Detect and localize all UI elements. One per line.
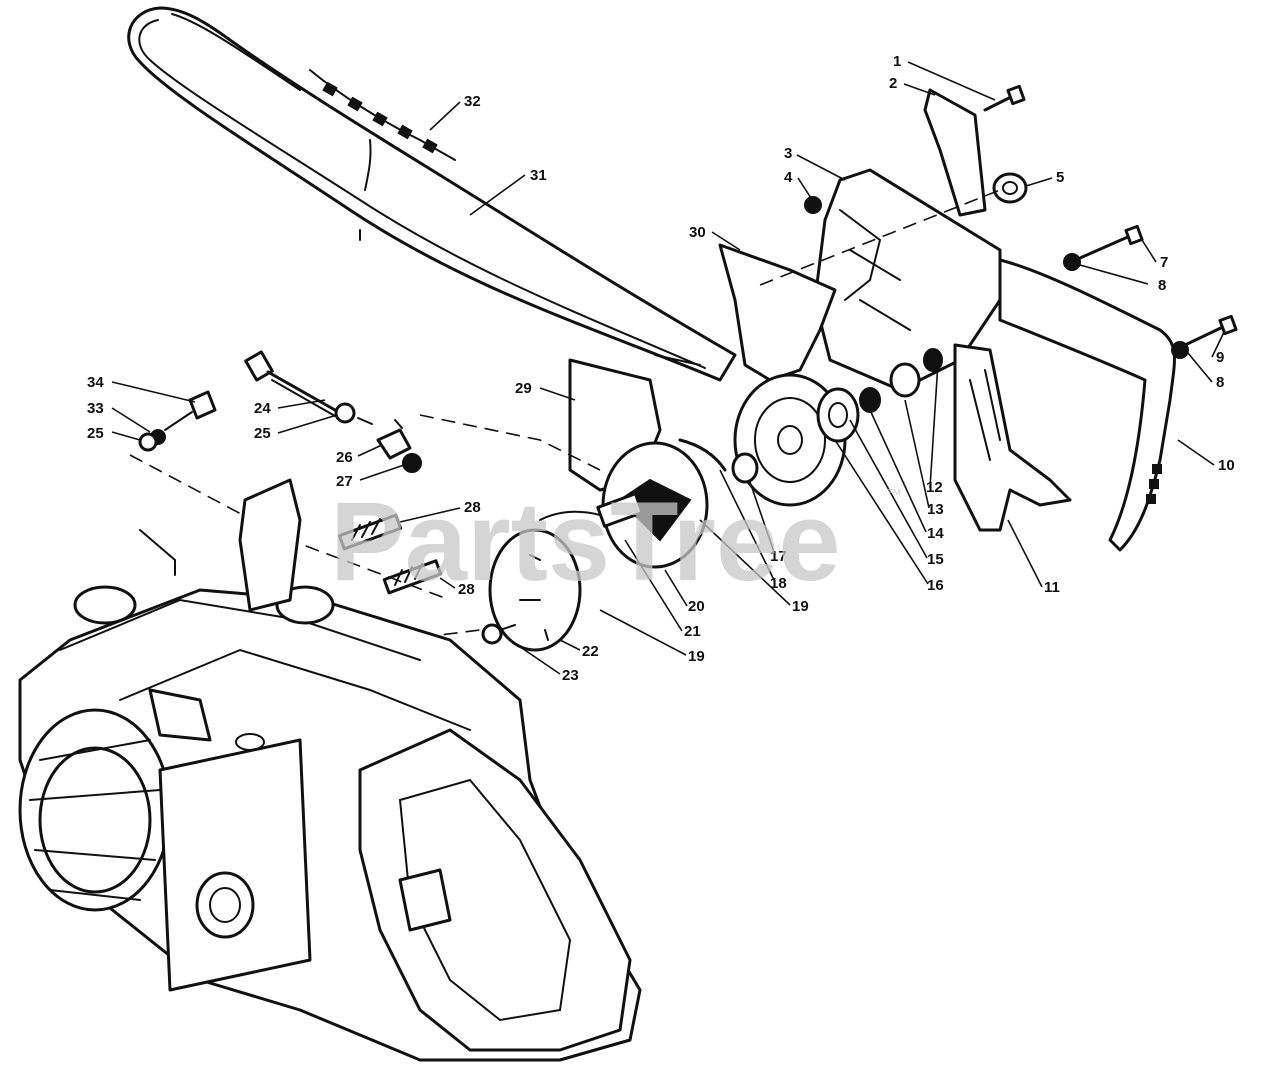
engine-housing (18, 478, 642, 1062)
callout-32: 32 (464, 93, 481, 110)
chain-adjuster-26 (376, 419, 412, 460)
callout-25: 25 (254, 425, 271, 442)
bar-studs (337, 513, 443, 595)
callout-8b: 8 (1216, 374, 1224, 391)
side-cover-assembly (813, 168, 1176, 552)
saw-chain (309, 69, 456, 191)
callout-7: 7 (1160, 254, 1168, 271)
callout-28: 28 (464, 499, 481, 516)
callout-25b: 25 (87, 425, 104, 442)
callout-22: 22 (582, 643, 599, 660)
callout-16: 16 (927, 577, 944, 594)
bolt-34 (138, 390, 217, 452)
callout-28b: 28 (458, 581, 475, 598)
chain-guide-plate (718, 243, 837, 382)
callout-labels: 1 2 3 4 5 7 8 9 8 10 11 12 13 14 15 16 1… (87, 53, 1235, 684)
callout-24: 24 (254, 400, 271, 417)
nut-5 (992, 172, 1028, 204)
callout-9: 9 (1216, 349, 1224, 366)
assembly-line-3 (419, 414, 601, 471)
nut-4 (804, 196, 822, 214)
callout-5: 5 (1056, 169, 1064, 186)
callout-29: 29 (515, 380, 532, 397)
callout-11: 11 (1044, 579, 1060, 596)
guide-bar (127, 6, 737, 382)
callout-27: 27 (336, 473, 353, 490)
callout-20: 20 (688, 598, 705, 615)
bolt-24 (244, 350, 337, 417)
callout-33: 33 (87, 400, 104, 417)
callout-12: 12 (926, 479, 943, 496)
screw-7 (1063, 224, 1144, 271)
callout-8: 8 (1158, 277, 1166, 294)
leader-lines (111, 61, 1226, 675)
bracket-2 (923, 84, 1026, 217)
callout-14: 14 (927, 525, 944, 542)
watermark-trademark: ™ (886, 487, 902, 504)
callout-34: 34 (87, 374, 104, 391)
callout-30: 30 (689, 224, 706, 241)
callout-4: 4 (784, 169, 793, 186)
callout-2: 2 (889, 75, 897, 92)
callout-3: 3 (784, 145, 792, 162)
callout-19: 19 (792, 598, 809, 615)
sprocket (816, 348, 943, 443)
screw-9 (1171, 314, 1238, 359)
clutch-plate (488, 528, 582, 652)
callout-18: 18 (770, 575, 787, 592)
callout-13: 13 (927, 501, 944, 518)
callout-26: 26 (336, 449, 353, 466)
callout-31: 31 (530, 167, 547, 184)
nut-27 (402, 453, 422, 473)
screw-23 (481, 623, 516, 645)
callout-10: 10 (1218, 457, 1235, 474)
watermark-text: PartsTree (330, 479, 841, 604)
callout-21: 21 (684, 623, 701, 640)
callout-19b: 19 (688, 648, 705, 665)
callout-23: 23 (562, 667, 579, 684)
clutch-assembly (539, 438, 727, 569)
callout-15: 15 (927, 551, 944, 568)
callout-17: 17 (770, 548, 787, 565)
washer-25 (334, 402, 356, 424)
callout-1: 1 (893, 53, 901, 70)
